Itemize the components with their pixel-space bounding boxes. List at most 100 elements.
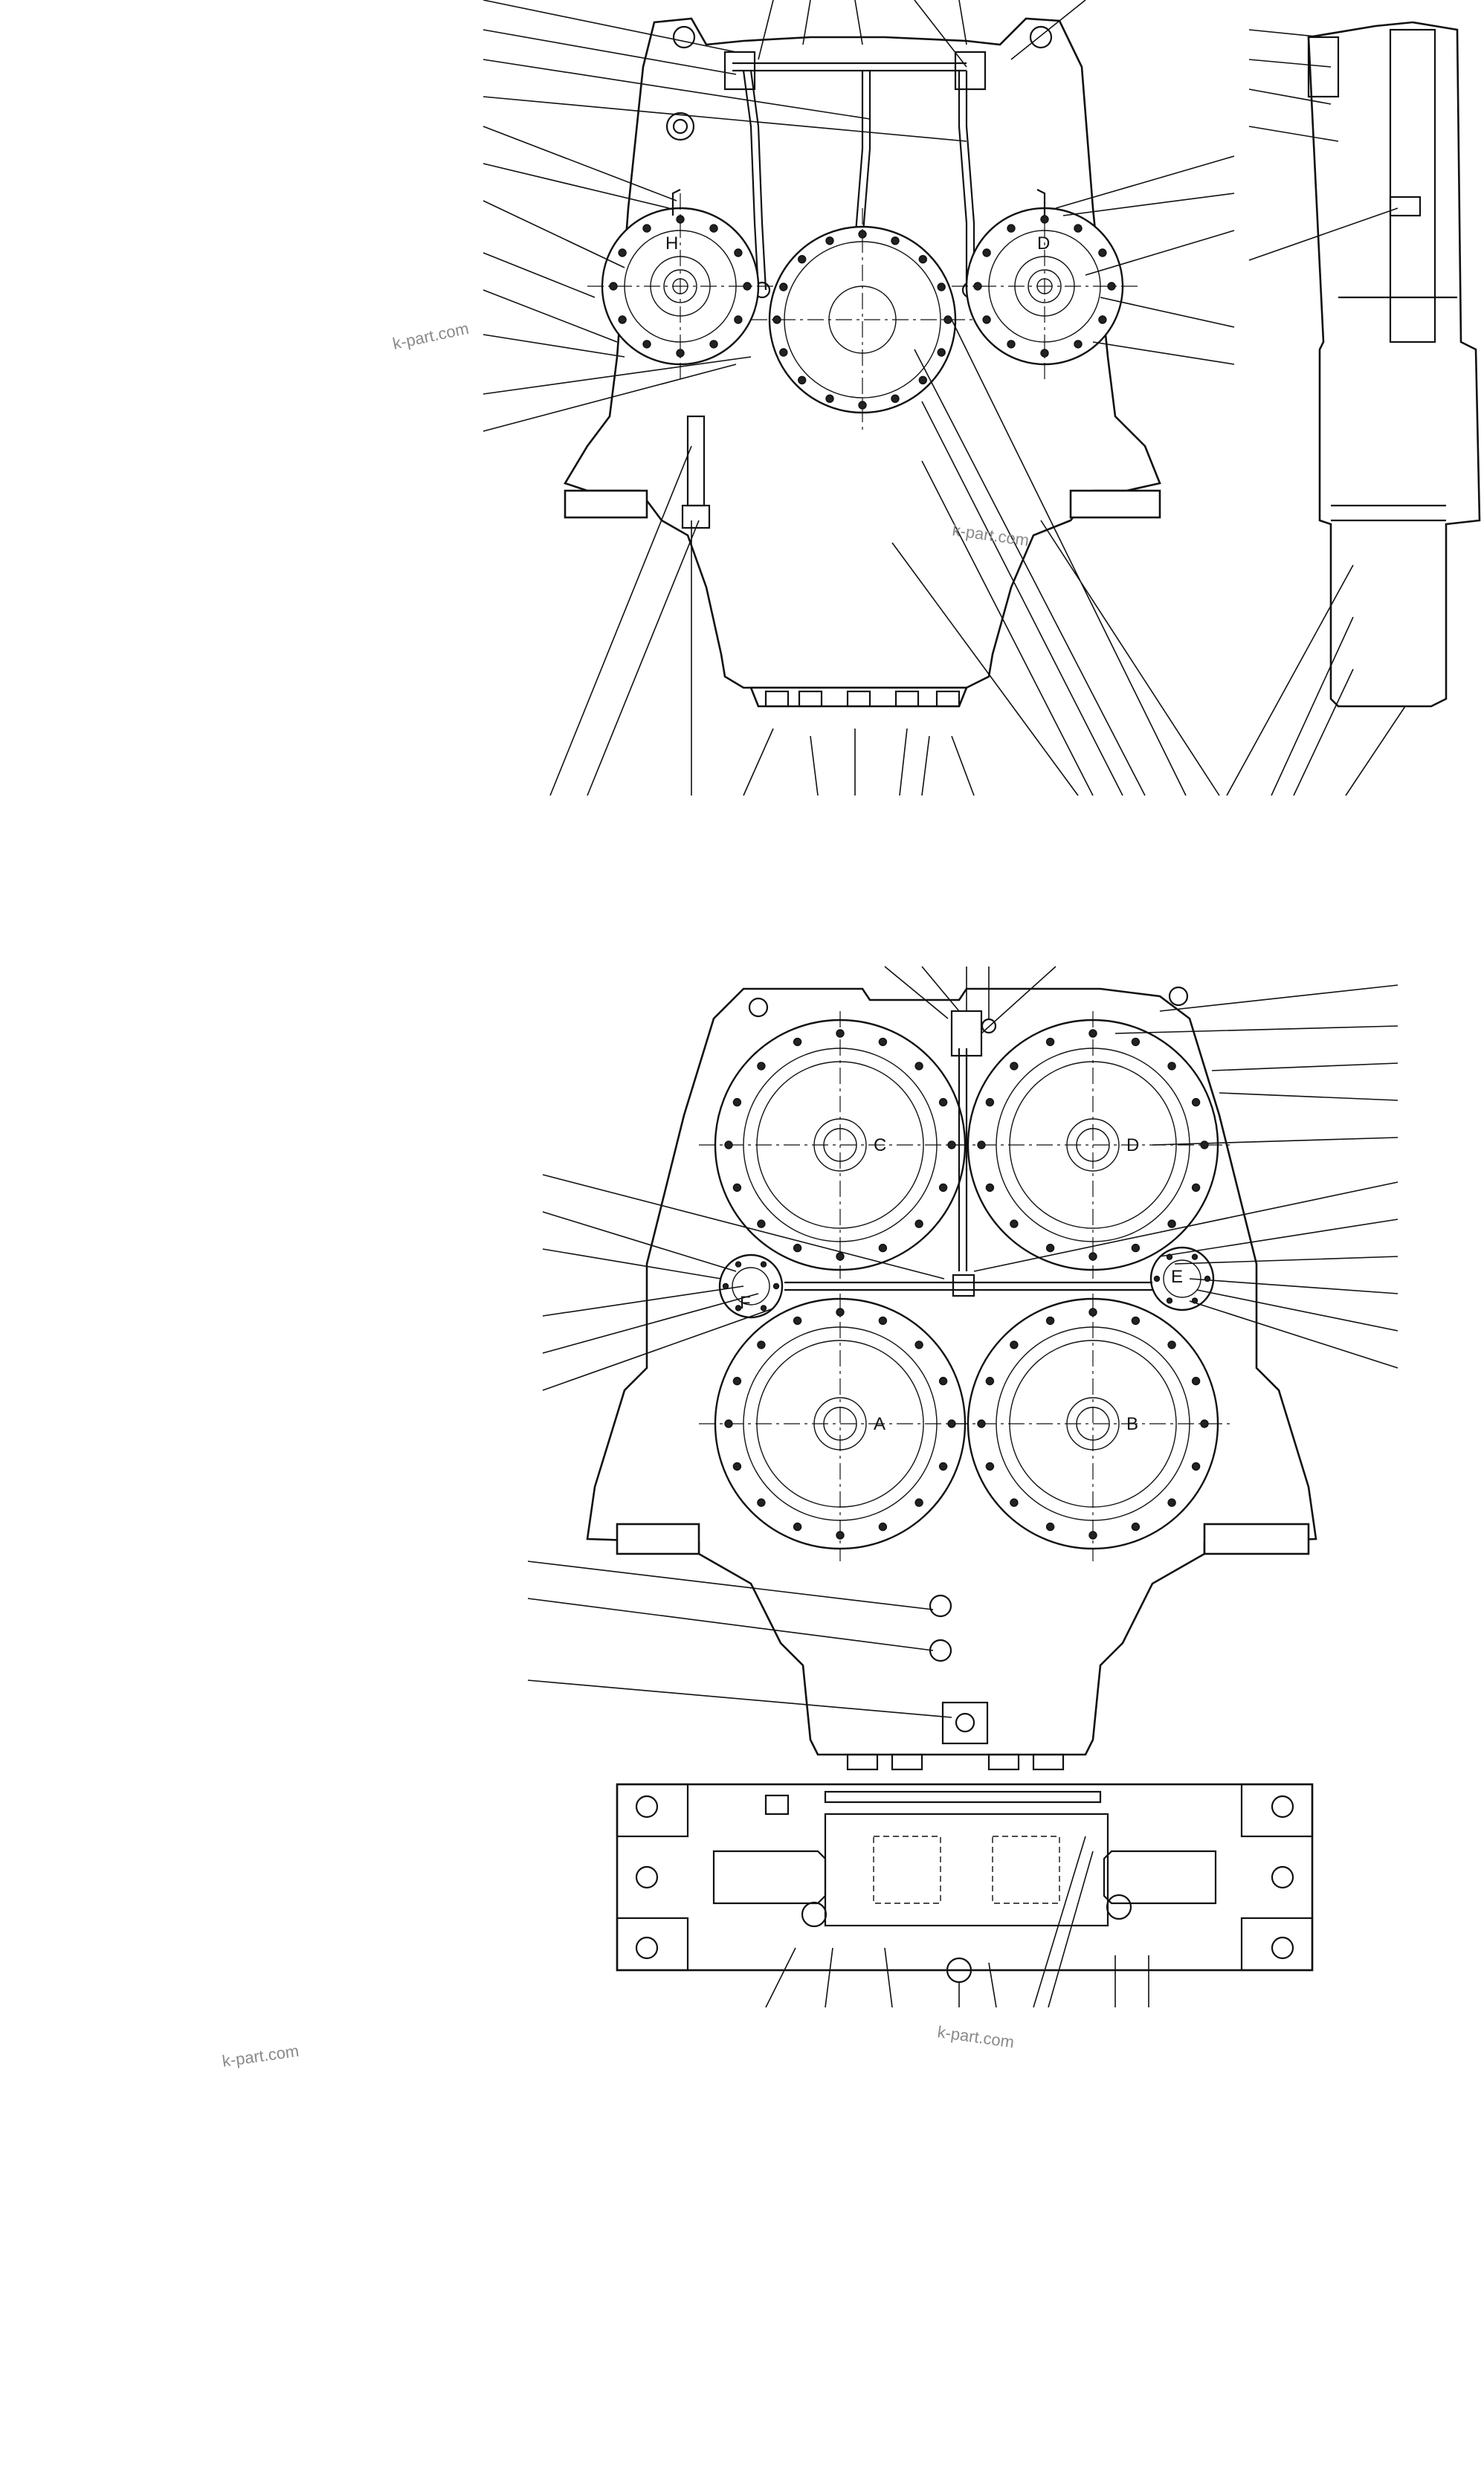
plan-left-block-top <box>616 1783 689 1838</box>
bottom-plan-view <box>616 1783 1314 2008</box>
bolt-circle <box>772 230 952 410</box>
bolt-hole <box>1007 224 1016 233</box>
mid-left-lift-eye <box>748 997 769 1018</box>
bolt-hole <box>1191 1253 1199 1260</box>
bolt-hole <box>1153 1275 1161 1282</box>
bolt-hole <box>1191 1097 1201 1107</box>
bolt-hole <box>797 255 807 264</box>
bolt-circle <box>1153 1253 1211 1304</box>
bolt-hole <box>772 315 781 324</box>
letter-f: F <box>740 1293 751 1313</box>
letter-e: E <box>1171 1267 1183 1287</box>
bolt-hole <box>982 248 991 257</box>
mid-left-foot <box>616 1523 700 1555</box>
bolt-hole <box>1131 1037 1141 1047</box>
side-inner-shaft <box>1389 28 1436 343</box>
bolt-hole <box>938 1376 948 1386</box>
letter-h: H <box>665 233 678 254</box>
bolt-hole <box>618 248 627 257</box>
bolt-hole <box>779 283 788 291</box>
plan-right-block-top <box>1240 1783 1314 1838</box>
top-side-view <box>1226 21 1481 796</box>
bolt-hole <box>985 1183 995 1193</box>
bolt-hole <box>973 282 982 291</box>
bolt-hole <box>676 215 685 224</box>
bolt-circle <box>977 1029 1209 1261</box>
bolt-hole <box>724 1419 733 1428</box>
letter-a: A <box>874 1414 885 1434</box>
right-sensor-cable <box>1036 189 1046 216</box>
bolt-hole <box>1040 215 1049 224</box>
bolt-hole <box>1191 1376 1201 1386</box>
top-view-leaders <box>483 0 1235 796</box>
bolt-hole <box>760 1305 767 1311</box>
bolt-circle <box>724 1308 956 1540</box>
bolt-hole <box>1166 1297 1173 1304</box>
left-sensor-cable <box>671 189 681 216</box>
bolt-circle <box>973 215 1116 358</box>
left-foot-pad <box>564 489 648 519</box>
bolt-hole <box>914 1340 923 1349</box>
bolt-hole <box>797 375 807 384</box>
bolt-hole <box>1166 1253 1173 1260</box>
plan-left-boss <box>801 1901 828 1928</box>
bolt-hole <box>757 1062 766 1071</box>
bolt-hole <box>878 1316 888 1326</box>
bolt-hole <box>1167 1219 1176 1228</box>
plan-center-body <box>824 1813 1109 1927</box>
bolt-hole <box>891 236 900 245</box>
bolt-circle <box>722 1261 780 1311</box>
bolt-hole <box>1088 1252 1097 1261</box>
bolt-hole <box>1131 1243 1141 1253</box>
bolt-hole <box>938 1097 948 1107</box>
bolt-hole <box>1098 315 1107 324</box>
bolt-hole <box>1204 1275 1211 1282</box>
side-housing-outline <box>1307 21 1481 708</box>
bolt-hole <box>878 1037 888 1047</box>
bolt-hole <box>732 1462 742 1471</box>
letter-b: B <box>1126 1414 1138 1434</box>
bolt-hole <box>1040 349 1049 358</box>
bolt-hole <box>1167 1498 1176 1507</box>
bolt-hole <box>760 1261 767 1268</box>
bolt-hole <box>1200 1419 1209 1428</box>
bolt-hole <box>757 1340 766 1349</box>
bolt-hole <box>709 340 718 349</box>
bolt-hole <box>642 340 651 349</box>
bolt-hole <box>891 394 900 403</box>
bolt-hole <box>836 1029 845 1038</box>
bolt-hole <box>1007 340 1016 349</box>
bolt-hole <box>1191 1183 1201 1193</box>
bolt-hole <box>985 1097 995 1107</box>
bolt-hole <box>985 1462 995 1471</box>
bolt-hole <box>793 1316 802 1326</box>
letter-c: C <box>874 1135 886 1155</box>
bolt-hole <box>918 375 928 384</box>
plan-right-slot <box>1103 1850 1217 1905</box>
breather-plug <box>665 112 695 141</box>
mid-right-foot <box>1203 1523 1310 1555</box>
bolt-hole <box>757 1219 766 1228</box>
bolt-hole <box>858 230 867 239</box>
flange-h <box>587 193 773 379</box>
bolt-hole <box>724 1140 733 1149</box>
bolt-hole <box>914 1062 923 1071</box>
bolt-hole <box>732 1376 742 1386</box>
letter-d-mid: D <box>1126 1135 1139 1155</box>
bolt-hole <box>938 1183 948 1193</box>
breather-plug-inner <box>672 118 688 135</box>
plan-right-boss <box>1106 1894 1132 1920</box>
bottom-sump <box>749 686 968 708</box>
bolt-hole <box>836 1308 845 1317</box>
bolt-hole <box>825 394 834 403</box>
bolt-hole <box>943 315 952 324</box>
bolt-hole <box>1045 1243 1055 1253</box>
bolt-hole <box>772 1282 780 1290</box>
bolt-hole <box>735 1305 742 1311</box>
plan-outer-frame <box>616 1783 1314 1972</box>
central-cover <box>751 208 974 431</box>
bolt-hole <box>757 1498 766 1507</box>
bolt-hole <box>982 315 991 324</box>
plan-right-block-bottom <box>1240 1917 1314 1972</box>
watermark-3: k-part.com <box>936 2022 1015 2051</box>
